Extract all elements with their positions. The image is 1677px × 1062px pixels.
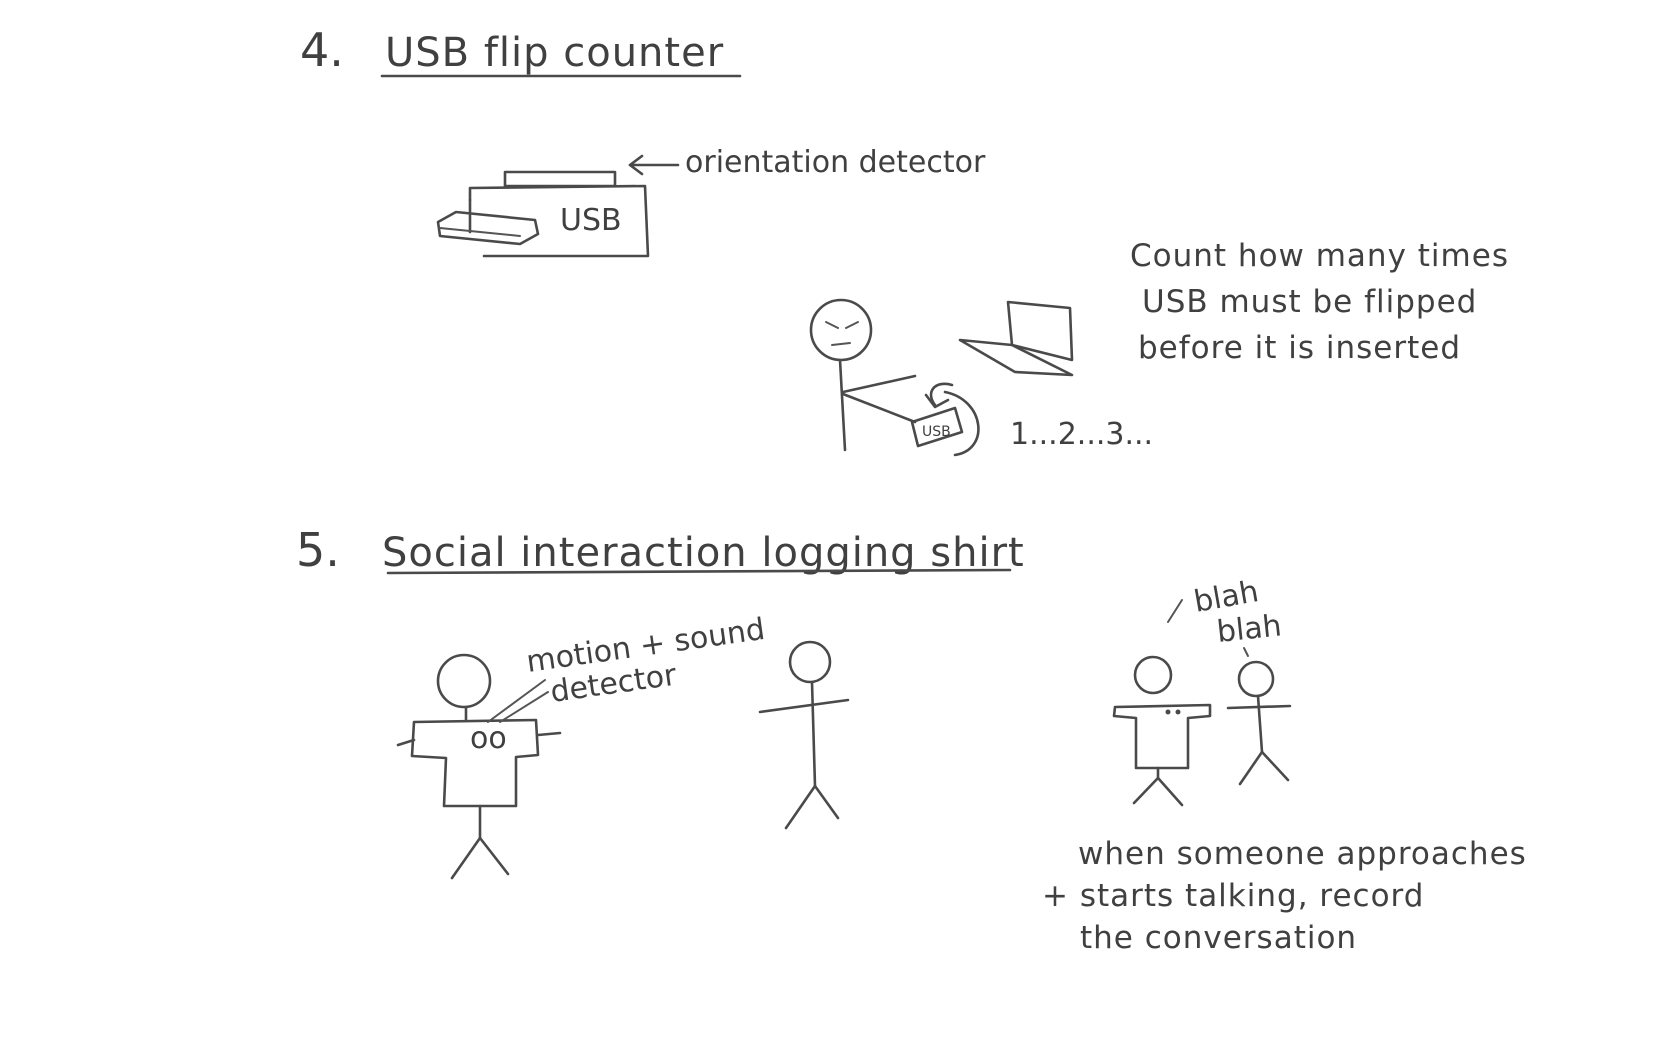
bystander-figure <box>758 640 850 830</box>
shirt-wearer-figure: oo <box>396 653 562 880</box>
orientation-arrow <box>628 154 680 176</box>
section5-description-line2: + starts talking, record <box>1042 878 1424 914</box>
flip-arc <box>943 390 980 457</box>
usb-port-device: USB <box>436 170 650 258</box>
detector-pointer-1 <box>487 679 546 723</box>
conversation-figures <box>1112 599 1292 807</box>
flipping-usb-stick: USB <box>910 382 980 457</box>
frustrated-person-figure <box>809 298 917 452</box>
person-arm-upper <box>841 374 917 394</box>
laptop-base <box>958 338 1074 377</box>
bystander-body <box>810 680 817 788</box>
detector-pointer-2 <box>499 691 549 723</box>
section5-title: Social interaction logging shirt <box>382 530 1025 576</box>
orientation-detector-label: orientation detector <box>685 145 986 180</box>
small-shirt-outline <box>1112 703 1212 770</box>
section4-description-line2: USB must be flipped <box>1142 284 1477 320</box>
listener-arms <box>1226 704 1292 710</box>
section5-description-line1: when someone approaches <box>1078 836 1527 872</box>
section5-description-line3: the conversation <box>1080 920 1357 956</box>
section4-title: USB flip counter <box>385 30 724 76</box>
section4-description-line1: Count how many times <box>1130 238 1509 274</box>
person-arm-lower <box>841 392 917 424</box>
section5-title-underline <box>386 568 1012 575</box>
person-body <box>838 358 847 452</box>
listener-head <box>1237 660 1275 698</box>
section4-description-line3: before it is inserted <box>1138 330 1461 366</box>
laptop-screen <box>1006 300 1074 362</box>
flip-count-label: 1...2...3... <box>1010 417 1153 452</box>
wearer-head <box>436 653 492 709</box>
speech-blah-2: blah <box>1215 608 1283 650</box>
speech-indicator-1 <box>1167 599 1183 623</box>
usb-stick <box>436 210 540 246</box>
device-usb-label: USB <box>560 203 622 238</box>
device-housing <box>468 184 650 258</box>
bystander-head <box>788 640 832 684</box>
shirt-outline <box>410 718 540 808</box>
section4-number: 4. <box>300 23 344 77</box>
section5-number: 5. <box>296 523 340 577</box>
person-head <box>809 298 873 362</box>
small-usb-label: USB <box>922 424 951 440</box>
laptop-icon <box>958 300 1074 377</box>
bystander-arms <box>758 698 850 714</box>
listener-body <box>1256 694 1264 754</box>
shirt-detector-dots: oo <box>470 721 507 756</box>
small-shirt-sensor <box>1165 709 1171 715</box>
shirt-person-head <box>1133 655 1173 695</box>
speech-indicator-2 <box>1243 647 1249 657</box>
orientation-detector-box <box>503 170 617 188</box>
